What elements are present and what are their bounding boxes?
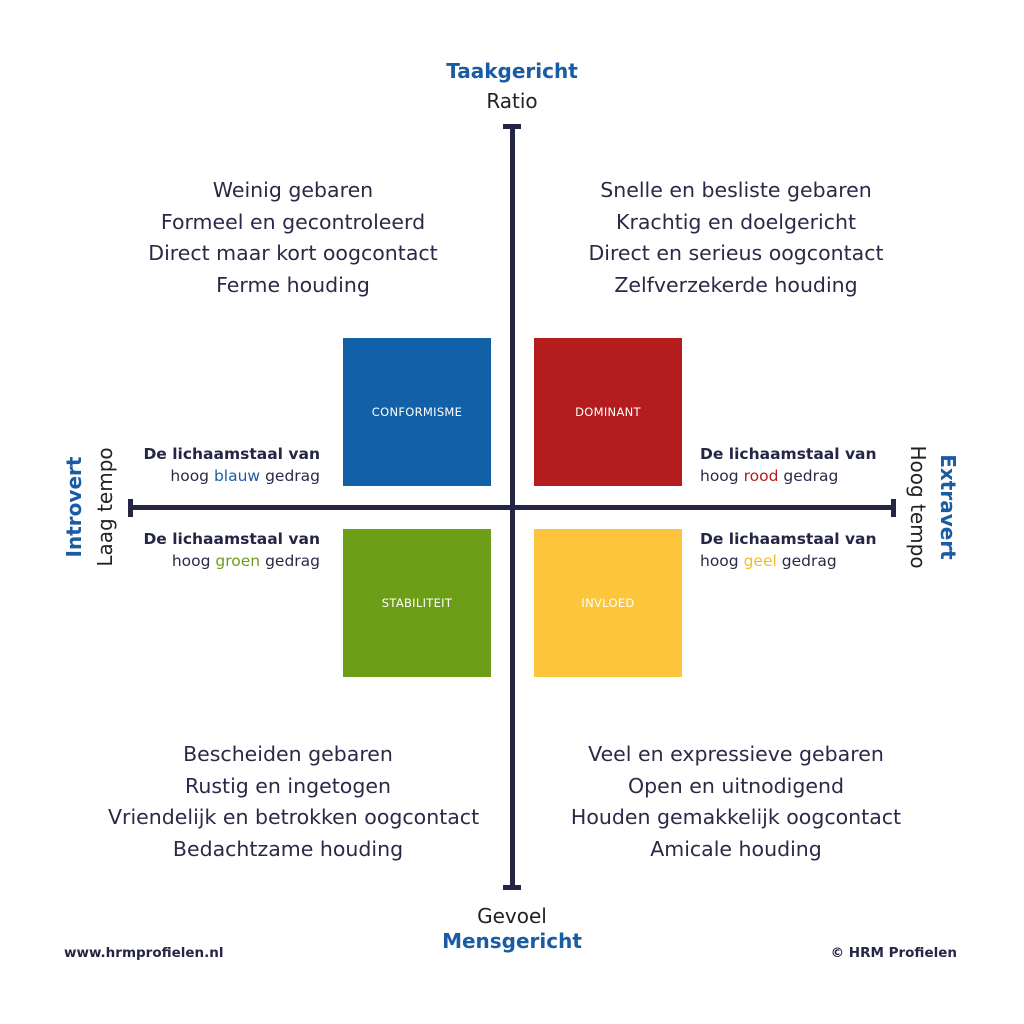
- vertical-axis-bottom-cap: [503, 885, 521, 890]
- trait-item: Direct en serieus oogcontact: [588, 241, 884, 265]
- vertical-axis-top-cap: [503, 124, 521, 129]
- horizontal-axis-left-cap: [128, 499, 133, 517]
- caption-suffix: gedrag: [783, 467, 839, 485]
- traits-bottom-left: Bescheiden gebaren Rustig en ingetogen V…: [108, 739, 480, 865]
- caption-prefix: hoog: [170, 467, 210, 485]
- caption-red-word: rood: [743, 467, 779, 485]
- horizontal-axis: [130, 505, 894, 510]
- box-stabiliteit-label: STABILITEIT: [381, 596, 453, 610]
- axis-top-title: Taakgericht: [446, 59, 578, 83]
- trait-item: Veel en expressieve gebaren: [588, 742, 884, 766]
- caption-green: De lichaamstaal van hoog groen gedrag: [130, 528, 320, 572]
- caption-prefix: hoog: [700, 552, 739, 570]
- caption-red-line2: hoog rood gedrag: [700, 465, 877, 487]
- trait-item: Rustig en ingetogen: [185, 773, 391, 798]
- horizontal-axis-right-cap: [891, 499, 896, 517]
- axis-right-title: Extravert: [936, 454, 960, 560]
- caption-green-line2: hoog groen gedrag: [130, 550, 320, 572]
- trait-item: Direct maar kort oogcontact: [148, 241, 438, 265]
- footer-copyright: © HRM Profielen: [830, 945, 957, 961]
- caption-green-word: groen: [215, 552, 261, 570]
- trait-item: Krachtig en doelgericht: [616, 209, 856, 234]
- box-conformisme: CONFORMISME: [343, 338, 491, 486]
- axis-left-subtitle: Laag tempo: [93, 447, 117, 567]
- caption-yellow-line1: De lichaamstaal van: [700, 530, 877, 548]
- traits-bottom-right: Veel en expressieve gebaren Open en uitn…: [556, 739, 916, 865]
- caption-yellow: De lichaamstaal van hoog geel gedrag: [700, 528, 877, 572]
- trait-item: Zelfverzekerde houding: [614, 272, 858, 297]
- caption-yellow-line2: hoog geel gedrag: [700, 550, 877, 572]
- caption-blue-line1: De lichaamstaal van: [143, 445, 320, 463]
- box-dominant-label: DOMINANT: [575, 405, 641, 419]
- caption-red-line1: De lichaamstaal van: [700, 445, 877, 463]
- caption-prefix: hoog: [700, 467, 739, 485]
- box-invloed-label: INVLOED: [581, 596, 635, 610]
- trait-item: Open en uitnodigend: [628, 773, 844, 798]
- caption-suffix: gedrag: [265, 552, 320, 570]
- axis-top-subtitle: Ratio: [486, 89, 538, 113]
- traits-top-right: Snelle en besliste gebaren Krachtig en d…: [556, 175, 916, 301]
- trait-item: Bescheiden gebaren: [183, 742, 393, 766]
- axis-right-subtitle: Hoog tempo: [906, 445, 930, 569]
- trait-item: Snelle en besliste gebaren: [600, 178, 872, 202]
- trait-item: Ferme houding: [216, 272, 370, 297]
- caption-green-line1: De lichaamstaal van: [143, 530, 320, 548]
- axis-bottom-subtitle: Gevoel: [477, 904, 547, 928]
- box-invloed: INVLOED: [534, 529, 682, 677]
- caption-prefix: hoog: [171, 552, 211, 570]
- caption-yellow-word: geel: [743, 552, 777, 570]
- trait-item: Formeel en gecontroleerd: [160, 209, 426, 234]
- caption-blue-word: blauw: [213, 467, 261, 485]
- box-conformisme-label: CONFORMISME: [371, 405, 463, 419]
- box-dominant: DOMINANT: [534, 338, 682, 486]
- trait-item: Houden gemakkelijk oogcontact: [570, 805, 902, 829]
- trait-item: Bedachtzame houding: [172, 836, 404, 861]
- caption-blue: De lichaamstaal van hoog blauw gedrag: [130, 443, 320, 487]
- caption-suffix: gedrag: [265, 467, 320, 485]
- caption-red: De lichaamstaal van hoog rood gedrag: [700, 443, 877, 487]
- trait-item: Amicale houding: [650, 836, 822, 861]
- traits-top-left: Weinig gebaren Formeel en gecontroleerd …: [113, 175, 473, 301]
- caption-blue-line2: hoog blauw gedrag: [130, 465, 320, 487]
- box-stabiliteit: STABILITEIT: [343, 529, 491, 677]
- footer-website: www.hrmprofielen.nl: [64, 945, 224, 961]
- trait-item: Weinig gebaren: [212, 178, 374, 202]
- axis-bottom-title: Mensgericht: [442, 929, 582, 953]
- trait-item: Vriendelijk en betrokken oogcontact: [108, 805, 480, 829]
- caption-suffix: gedrag: [781, 552, 837, 570]
- axis-left-title: Introvert: [62, 456, 86, 558]
